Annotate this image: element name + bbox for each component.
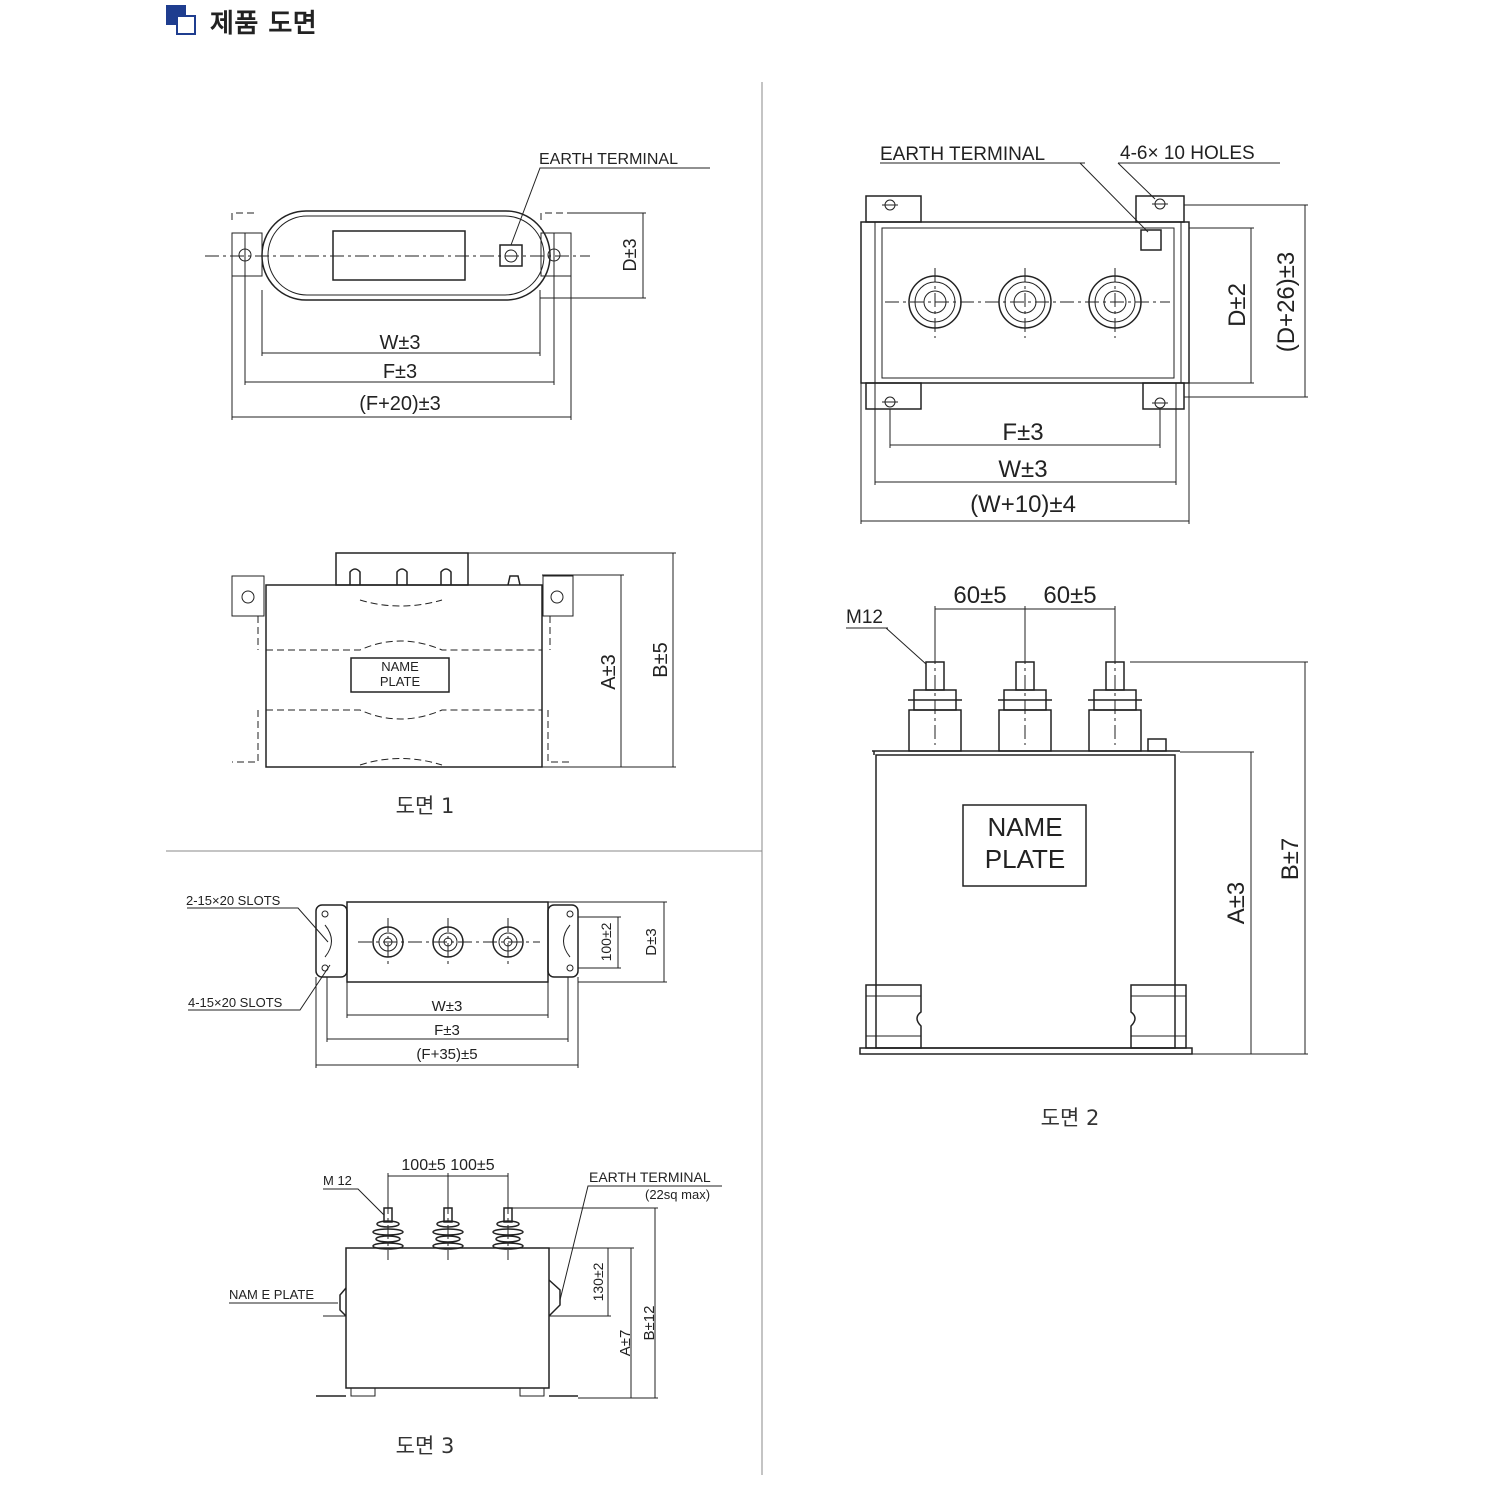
drawing3-pitch-label: 100±5 100±5 <box>401 1157 494 1174</box>
drawing3-dim-a: A±7 <box>617 1330 634 1357</box>
drawing3-dim-100: 100±2 <box>598 922 614 961</box>
drawing3-dim-b: B±12 <box>641 1306 658 1341</box>
drawing3-dim-d: D±3 <box>643 928 660 955</box>
drawing2-dim-w: W±3 <box>998 456 1047 483</box>
section-header: 제품 도면 <box>166 4 318 39</box>
drawing2-dim-w10: (W+10)±4 <box>970 491 1076 518</box>
drawing3-slots-top-label: 2-15×20 SLOTS <box>186 893 281 908</box>
drawing3-dim-w: W±3 <box>432 998 463 1015</box>
drawing2-caption: 도면 2 <box>1041 1106 1100 1130</box>
drawing2-dim-b: B±7 <box>1277 838 1304 881</box>
drawing1-dim-b: B±5 <box>650 642 672 677</box>
drawing1-dim-f20: (F+20)±3 <box>359 393 441 415</box>
drawing2-dim-d26: (D+26)±3 <box>1273 252 1300 353</box>
drawing3-name-plate-label: NAM E PLATE <box>229 1287 314 1302</box>
drawing1-dim-a: A±3 <box>598 654 620 689</box>
drawing2-pitch-1: 60±5 <box>953 582 1006 609</box>
drawing2-top-view <box>860 162 1308 524</box>
drawing1-dim-d: D±3 <box>620 239 640 272</box>
drawing1-dim-f: F±3 <box>383 361 417 383</box>
drawing1-top-view <box>205 167 710 420</box>
drawing2-name-plate-line1: NAME <box>987 812 1062 842</box>
drawing3-dim-f35: (F+35)±5 <box>416 1046 477 1063</box>
drawing2-m12-label: M12 <box>846 607 883 628</box>
drawing3-earth-note: (22sq max) <box>645 1187 710 1202</box>
drawing1-dim-w: W±3 <box>380 332 421 354</box>
drawing3-caption: 도면 3 <box>396 1434 455 1458</box>
drawing3-dim-130: 130±2 <box>590 1262 606 1301</box>
drawing3-earth-terminal-label: EARTH TERMINAL <box>589 1169 711 1185</box>
drawing3-front-view <box>229 1173 722 1399</box>
drawing1-name-plate-line2: PLATE <box>380 674 421 689</box>
drawing2-holes-label: 4-6× 10 HOLES <box>1120 143 1255 164</box>
drawing1-front-view <box>231 552 676 768</box>
drawing1-name-plate-line1: NAME <box>381 659 419 674</box>
drawing2-pitch-2: 60±5 <box>1043 582 1096 609</box>
drawing3-slots-bottom-label: 4-15×20 SLOTS <box>188 995 283 1010</box>
drawing2-front-view <box>846 606 1308 1055</box>
drawing2-dim-d: D±2 <box>1224 283 1251 327</box>
drawing1-caption: 도면 1 <box>396 794 455 818</box>
drawing2-earth-terminal-label: EARTH TERMINAL <box>880 144 1045 165</box>
drawing2-dim-a: A±3 <box>1223 882 1250 925</box>
drawing2-dim-f: F±3 <box>1002 419 1043 446</box>
drawing2-name-plate-line2: PLATE <box>985 844 1065 874</box>
section-bullet-icon <box>166 5 198 37</box>
section-title: 제품 도면 <box>210 8 318 39</box>
drawing1-earth-terminal-label: EARTH TERMINAL <box>539 151 678 168</box>
drawing3-dim-f: F±3 <box>434 1022 460 1039</box>
drawing3-m12-label: M 12 <box>323 1173 352 1188</box>
drawing3-top-view <box>187 901 667 1068</box>
